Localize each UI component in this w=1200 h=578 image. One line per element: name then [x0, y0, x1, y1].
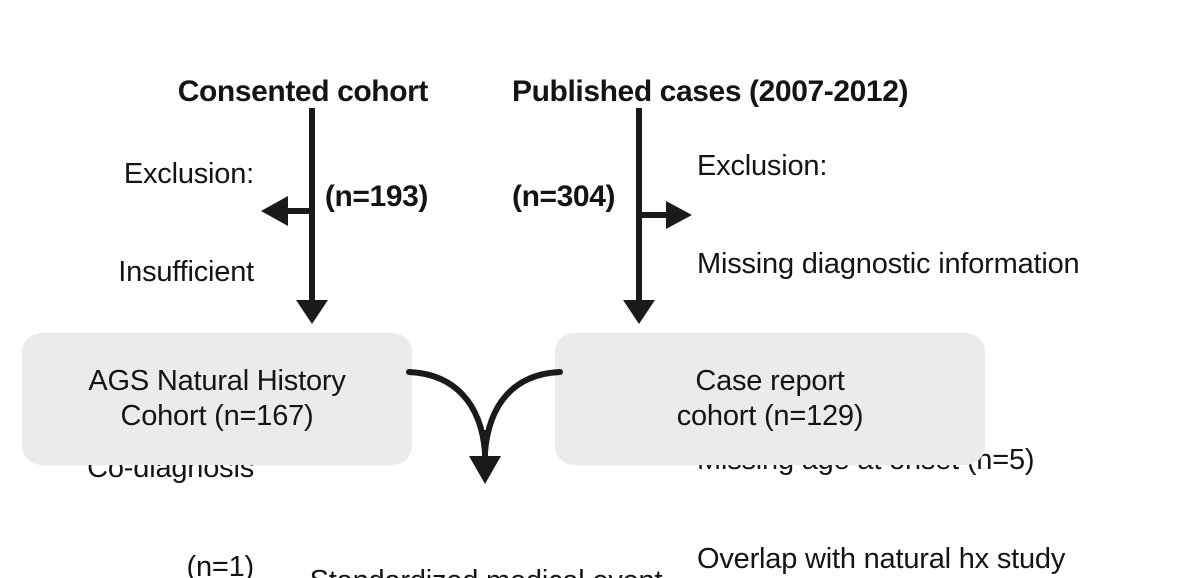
- node-case-report-cohort: Case report cohort (n=129): [555, 333, 985, 465]
- exclusion-right-item-0: Missing diagnostic information: [697, 247, 1080, 280]
- exclusion-right-item-3: Overlap with natural hx study: [697, 542, 1066, 575]
- node-ags-line2: Cohort (n=167): [120, 400, 314, 432]
- outcome-caption: Standardized medical event abstraction: [186, 494, 786, 578]
- outcome-caption-line1: Standardized medical event: [186, 564, 786, 578]
- node-ags-line1: AGS Natural History: [88, 365, 346, 398]
- header-consented-cohort-line1: Consented cohort: [177, 75, 429, 109]
- header-published-cases-line1: Published cases (2007-2012): [512, 75, 909, 109]
- exclusion-left-item-0: Insufficient: [118, 255, 254, 288]
- exclusion-right-heading: Exclusion:: [697, 149, 828, 182]
- node-case-line2: cohort (n=129): [676, 400, 864, 432]
- exclusion-left-item-3: (n=1): [186, 550, 254, 578]
- header-published-cases-count: (n=304): [512, 180, 616, 214]
- node-ags-natural-history-cohort: AGS Natural History Cohort (n=167): [22, 333, 412, 465]
- header-consented-cohort-count: (n=193): [324, 180, 428, 214]
- header-published-cases: Published cases (2007-2012) (n=304): [512, 4, 1032, 285]
- header-consented-cohort: Consented cohort (n=193): [0, 4, 429, 285]
- node-case-line1: Case report: [695, 365, 845, 398]
- exclusion-left-heading: Exclusion:: [123, 157, 254, 190]
- arrow-merge-to-outcome: [406, 369, 563, 484]
